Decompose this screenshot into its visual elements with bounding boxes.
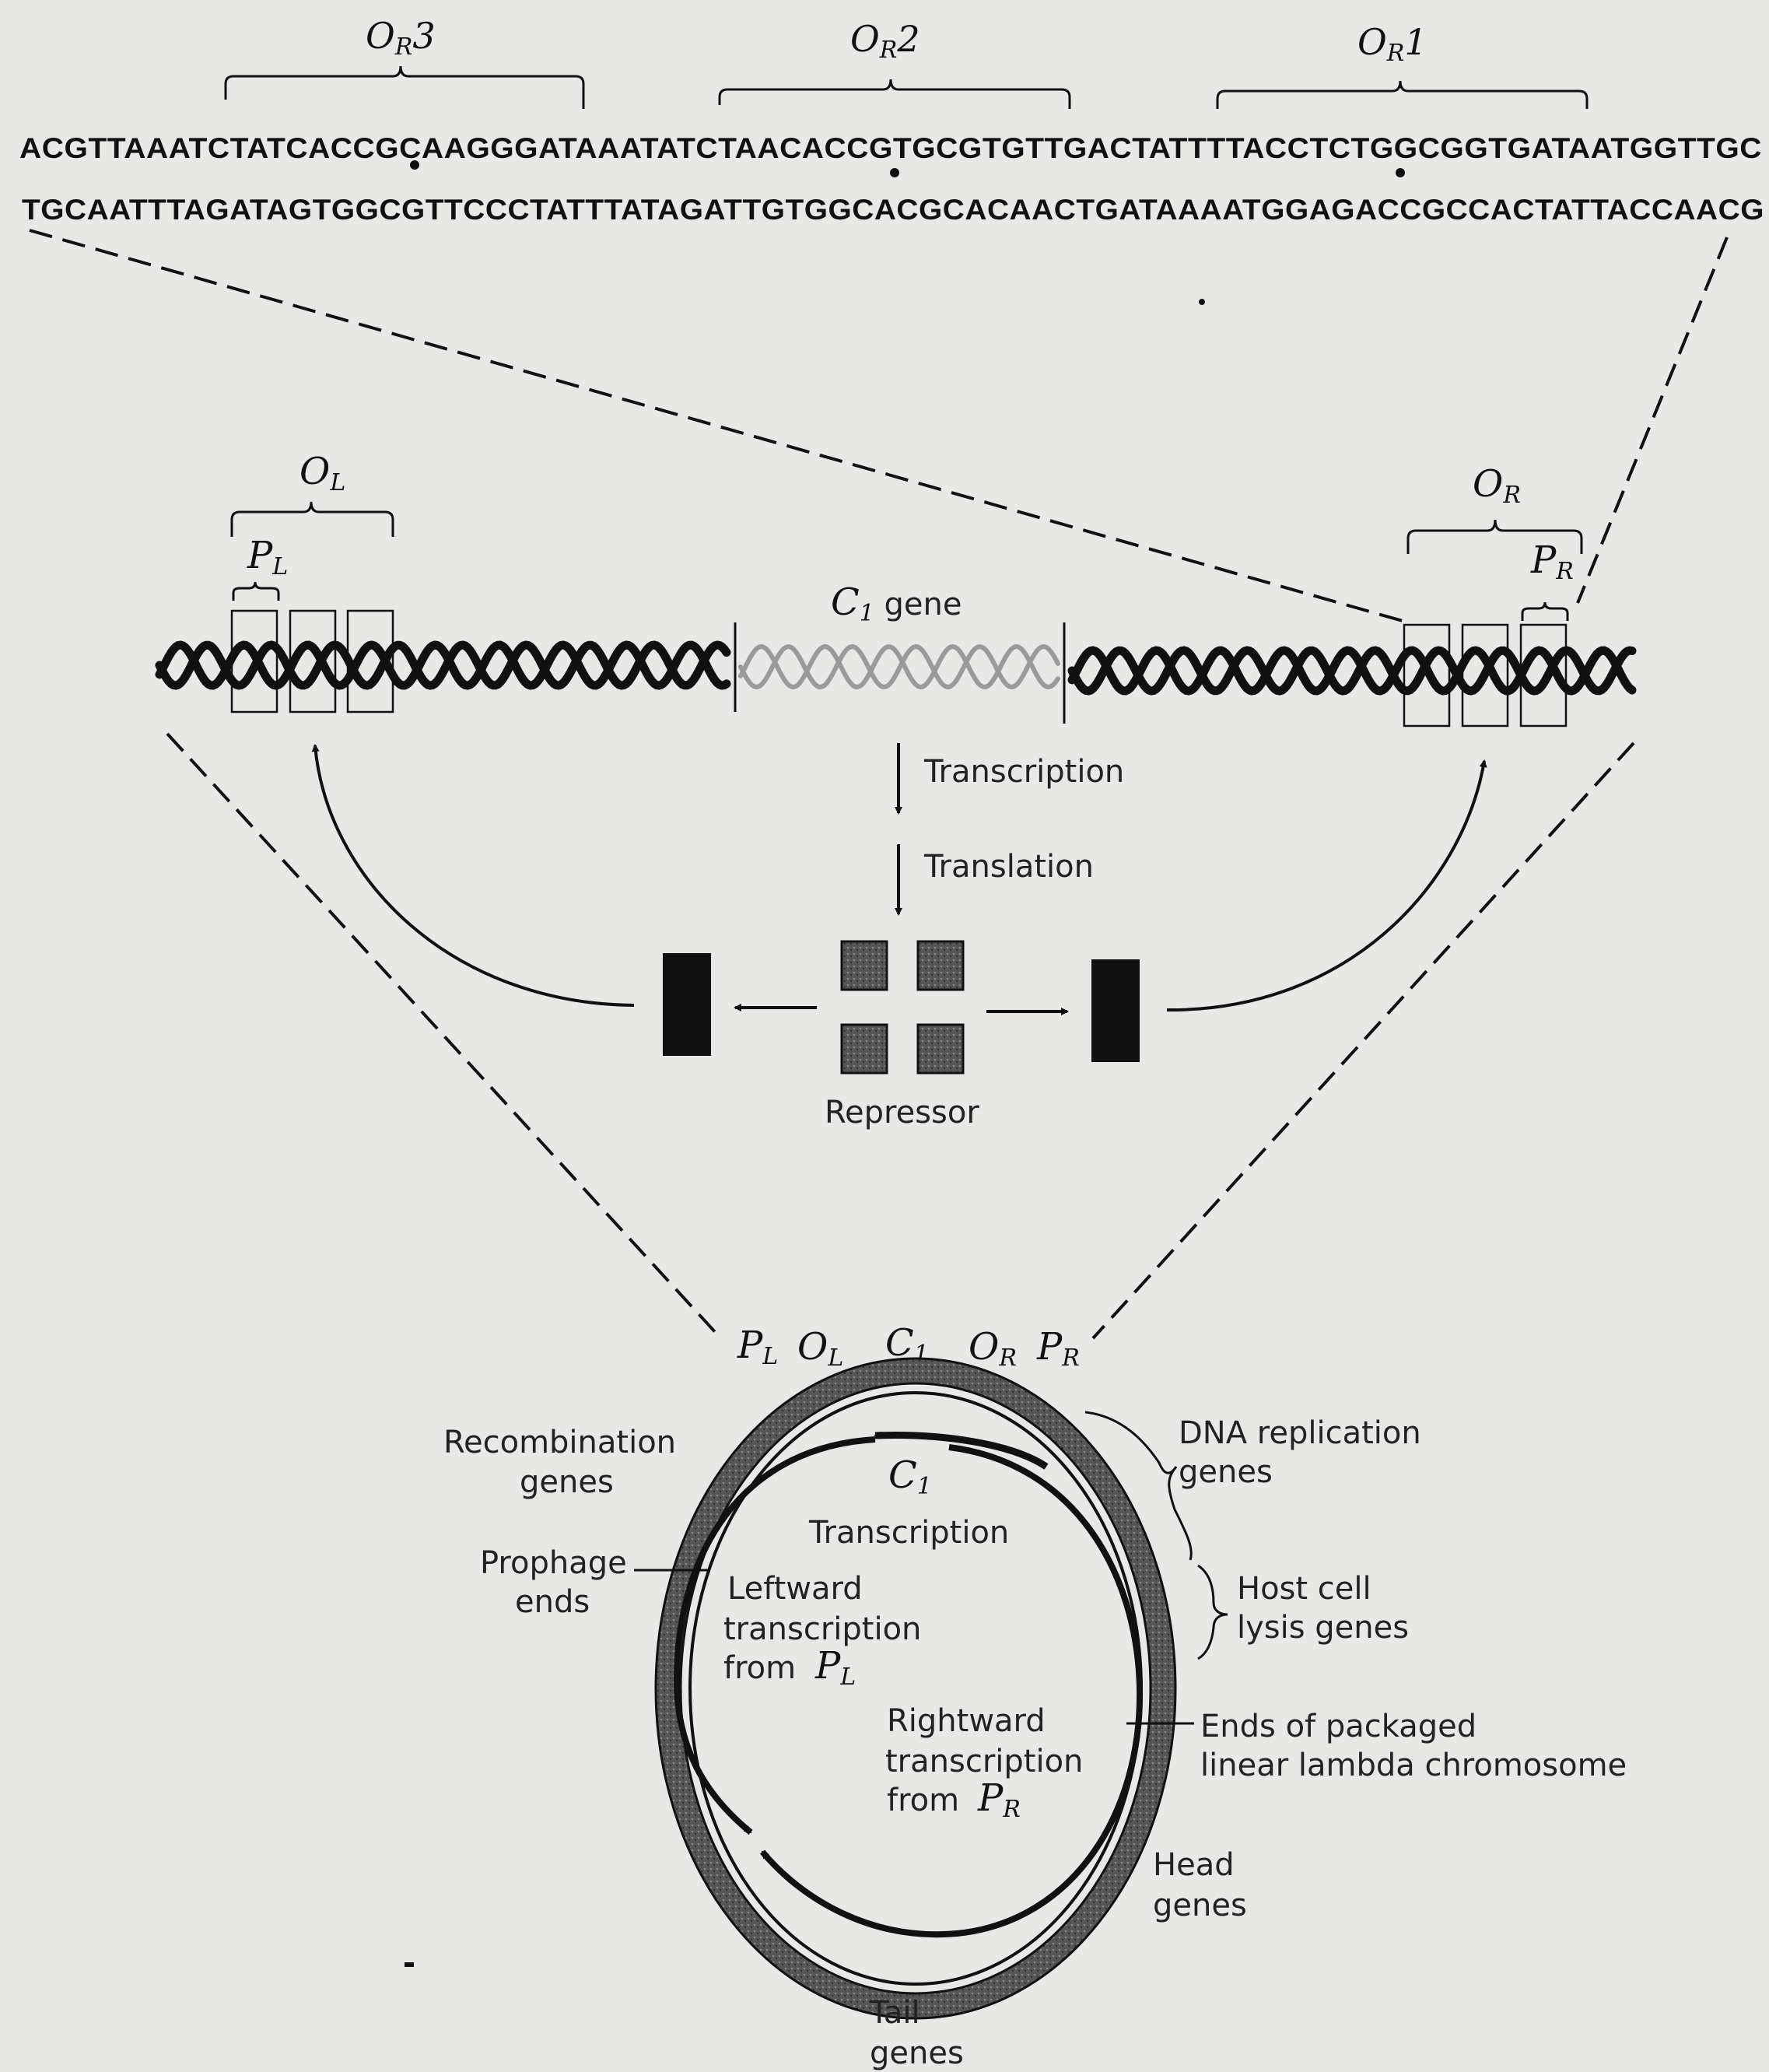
zoom-line-lower-right: [1093, 743, 1634, 1338]
rightward-promoter: PR: [977, 1776, 1021, 1823]
symmetry-dot-or1: [1396, 168, 1405, 177]
zoom-line-left: [30, 230, 1408, 622]
zoom-line-right: [1578, 237, 1727, 603]
curve-arrow-to-or: [1167, 761, 1484, 1010]
translation-label: Translation: [923, 849, 1094, 885]
c1-gene-label: C1 gene: [831, 580, 962, 627]
ol-bracket: [232, 502, 393, 537]
or2-label: OR2: [850, 18, 920, 64]
pl-bracket: [233, 582, 278, 601]
or1-label: OR1: [1357, 21, 1427, 67]
pl-label: PL: [247, 534, 288, 580]
repressor-subunit: [842, 941, 887, 990]
recombination-genes-label: Recombination genes: [443, 1425, 686, 1500]
top-strand: ACGTTAAATCTATCACCGCAAGGGATAAATATCTAACACC…: [19, 132, 1762, 164]
head-genes-label: Head genes: [1153, 1847, 1247, 1923]
expression-steps: Transcription Translation: [899, 743, 1124, 914]
repressor-subunit: [918, 1025, 963, 1073]
symmetry-dot-or3: [410, 160, 419, 170]
zoom-line-lower-left: [167, 734, 717, 1334]
repressor-subunit: [842, 1025, 887, 1073]
c1-inner-label: C1: [888, 1453, 932, 1500]
speck: [405, 1962, 414, 1967]
lysis-brace: [1198, 1565, 1228, 1659]
chrom-label-pl: PL: [737, 1323, 778, 1370]
symmetry-dot-or2: [890, 168, 899, 177]
or-label: OR: [1473, 462, 1521, 509]
or3-bracket: [226, 66, 583, 109]
repressor-tetramer: Repressor: [825, 941, 979, 1131]
transcription-label: Transcription: [923, 754, 1124, 790]
chrom-label-pr: PR: [1036, 1325, 1080, 1372]
repressor-label: Repressor: [825, 1095, 979, 1131]
gene-region: OL PL OR PR C1 gene: [159, 450, 1632, 726]
packaged-ends-label: Ends of packaged linear lambda chromosom…: [1200, 1709, 1627, 1783]
speck: [1199, 299, 1205, 305]
bottom-strand: TGCAATTTAGATAGTGGCGTTCCCTATTTATAGATTGTGG…: [22, 194, 1764, 226]
operator-sequence: OR3 OR2 OR1 ACGTTAAATCTATCACCGCAAGGGATAA…: [19, 15, 1764, 305]
repressor-dimer-right: [1091, 959, 1140, 1062]
prophage-ends-label: Prophage ends: [480, 1545, 636, 1620]
or1-bracket: [1217, 81, 1587, 109]
lambda-chromosome: PL OL C1 OR PR C1 Transcription Leftward…: [405, 1321, 1627, 2071]
pr-bracket: [1522, 602, 1568, 621]
or3-label: OR3: [366, 15, 436, 61]
dna-double-helix: [159, 645, 1632, 691]
leftward-promoter: PL: [814, 1644, 856, 1691]
repressor-dimer-left: [663, 953, 711, 1056]
pr-label: PR: [1530, 538, 1574, 585]
curve-arrow-to-ol: [315, 745, 634, 1005]
lysis-genes-label: Host cell lysis genes: [1237, 1571, 1409, 1646]
chrom-label-or: OR: [969, 1325, 1017, 1372]
chrom-label-ol: OL: [797, 1325, 843, 1372]
or2-bracket: [720, 79, 1070, 109]
ol-label: OL: [300, 450, 345, 496]
c1-transcription-label: Transcription: [808, 1515, 1009, 1551]
repressor-subunit: [918, 941, 963, 990]
dna-replication-genes-label: DNA replication genes: [1179, 1415, 1431, 1490]
